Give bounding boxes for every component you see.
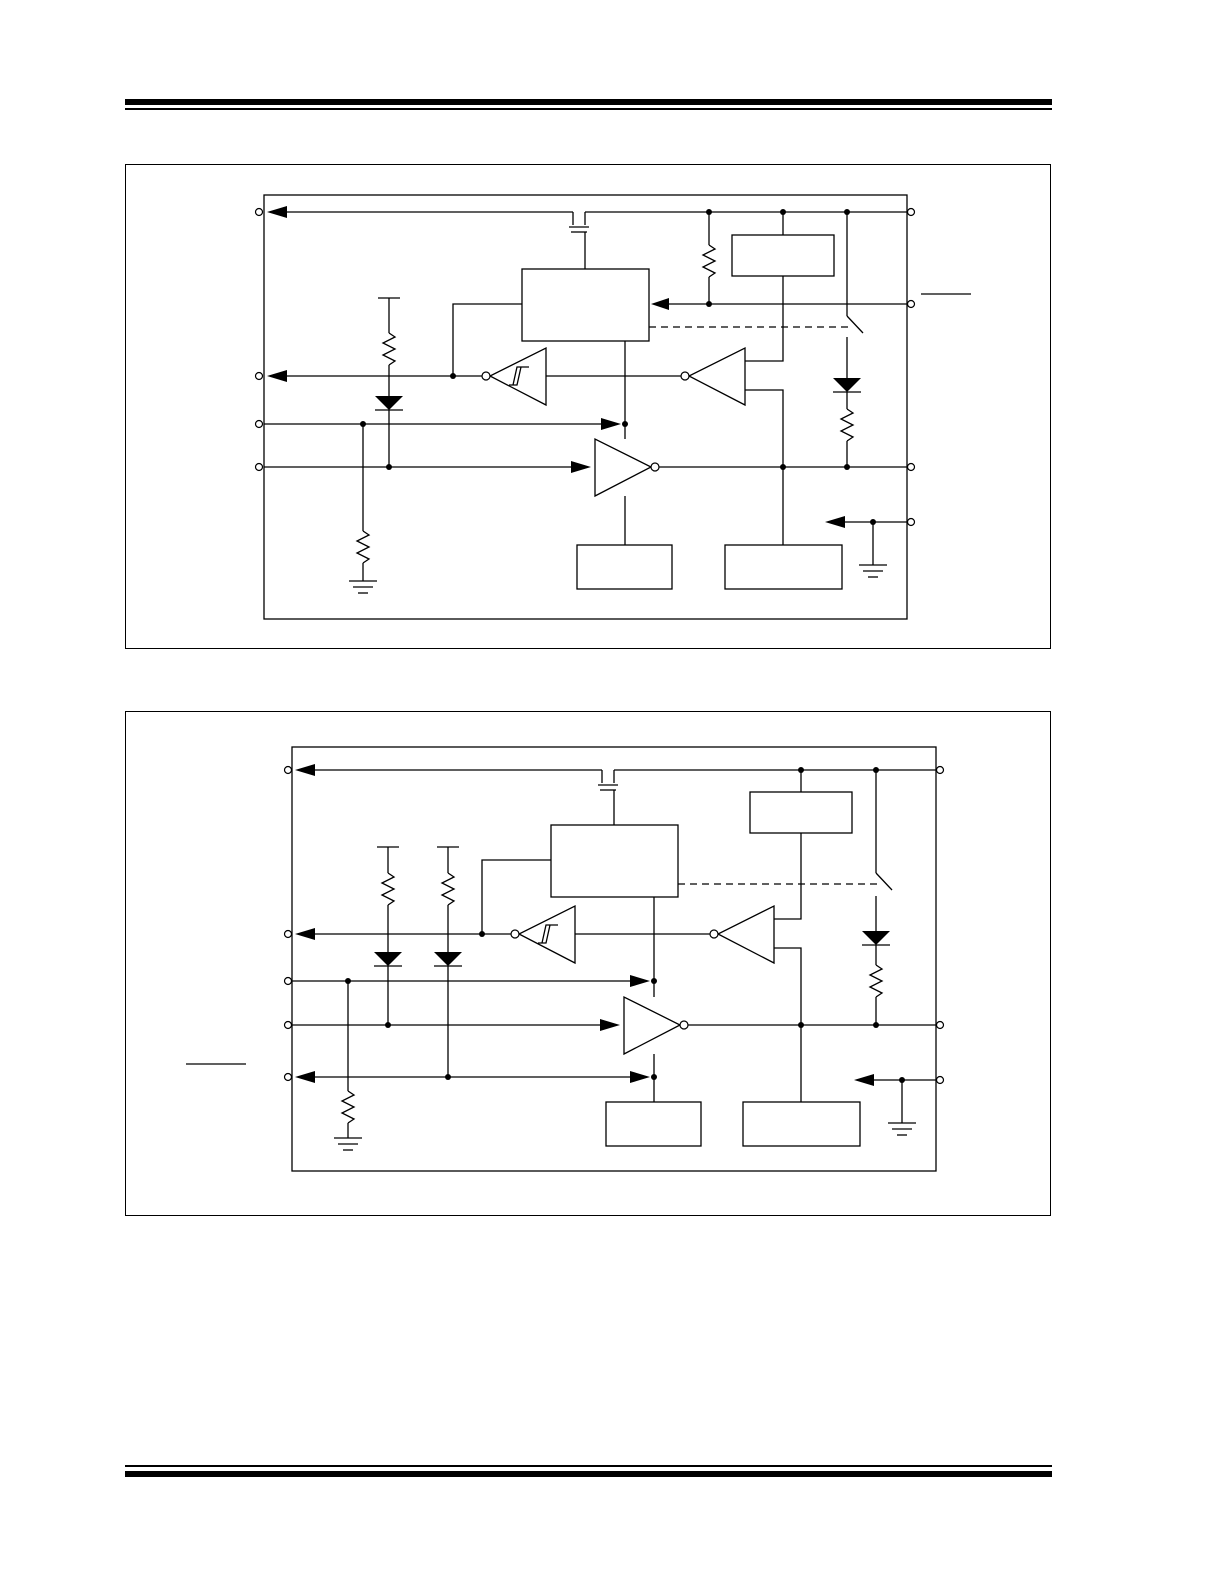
arrow-right-icon xyxy=(630,975,650,987)
pin xyxy=(906,207,916,217)
pin xyxy=(906,462,916,472)
arrow-left-icon xyxy=(651,298,669,310)
bottom-block-left xyxy=(576,544,673,590)
bottom-block-right xyxy=(742,1101,861,1147)
pin xyxy=(935,765,945,775)
arrow-left-icon xyxy=(267,370,287,382)
hysteresis-icon xyxy=(509,366,529,386)
pin xyxy=(283,929,293,939)
resistor-icon xyxy=(868,964,884,998)
figure-frame-2 xyxy=(125,711,1051,1216)
diode-icon xyxy=(375,396,403,410)
arrow-right-icon xyxy=(601,418,621,430)
pin xyxy=(254,419,264,429)
chip-boundary xyxy=(263,194,908,620)
resistor-icon xyxy=(839,408,855,442)
control-block xyxy=(550,824,679,898)
pin xyxy=(935,1020,945,1030)
resistor-icon xyxy=(340,1090,356,1124)
resistor-icon xyxy=(380,872,396,906)
footer-rule-thick xyxy=(125,1471,1052,1477)
reference-block xyxy=(731,234,835,277)
schmitt-buffer xyxy=(517,904,576,965)
comparator xyxy=(716,904,775,965)
reference-block xyxy=(749,791,853,834)
footer-rule-thin xyxy=(125,1465,1052,1467)
pin xyxy=(254,462,264,472)
pin xyxy=(283,1020,293,1030)
arrow-left-icon xyxy=(295,1071,315,1083)
pin xyxy=(254,207,264,217)
comparator xyxy=(687,346,746,407)
resistor-icon xyxy=(440,872,456,906)
pin xyxy=(283,1072,293,1082)
arrow-right-icon xyxy=(630,1071,650,1083)
hysteresis-icon xyxy=(538,924,558,944)
arrow-left-icon xyxy=(295,928,315,940)
schmitt-buffer xyxy=(488,346,547,407)
switch-contact xyxy=(875,872,893,891)
resistor-icon xyxy=(381,332,397,366)
bottom-block-right xyxy=(724,544,843,590)
arrow-right-icon xyxy=(600,1019,620,1031)
pin xyxy=(283,765,293,775)
pin xyxy=(254,371,264,381)
resistor-icon xyxy=(701,244,717,278)
pin xyxy=(283,976,293,986)
arrow-right-icon xyxy=(571,461,591,473)
header-rule-thick xyxy=(125,99,1052,105)
arrow-left-icon xyxy=(825,516,845,528)
diode-icon xyxy=(833,378,861,392)
bottom-block-left xyxy=(605,1101,702,1147)
output-driver xyxy=(623,995,682,1056)
header-rule-thin xyxy=(125,108,1052,110)
arrow-left-icon xyxy=(854,1074,874,1086)
control-block xyxy=(521,268,650,342)
block-diagram-1 xyxy=(254,194,971,620)
block-diagram-2 xyxy=(186,746,945,1172)
arrow-left-icon xyxy=(295,764,315,776)
arrow-left-icon xyxy=(267,206,287,218)
diode-icon xyxy=(374,952,402,966)
pin xyxy=(906,299,916,309)
switch-contact xyxy=(846,315,864,334)
chip-boundary xyxy=(291,746,937,1172)
pin xyxy=(906,517,916,527)
resistor-icon xyxy=(355,530,371,564)
diode-icon xyxy=(862,931,890,945)
output-driver xyxy=(594,437,653,498)
pin xyxy=(935,1075,945,1085)
figure-frame-1 xyxy=(125,164,1051,649)
diode-icon xyxy=(434,952,462,966)
